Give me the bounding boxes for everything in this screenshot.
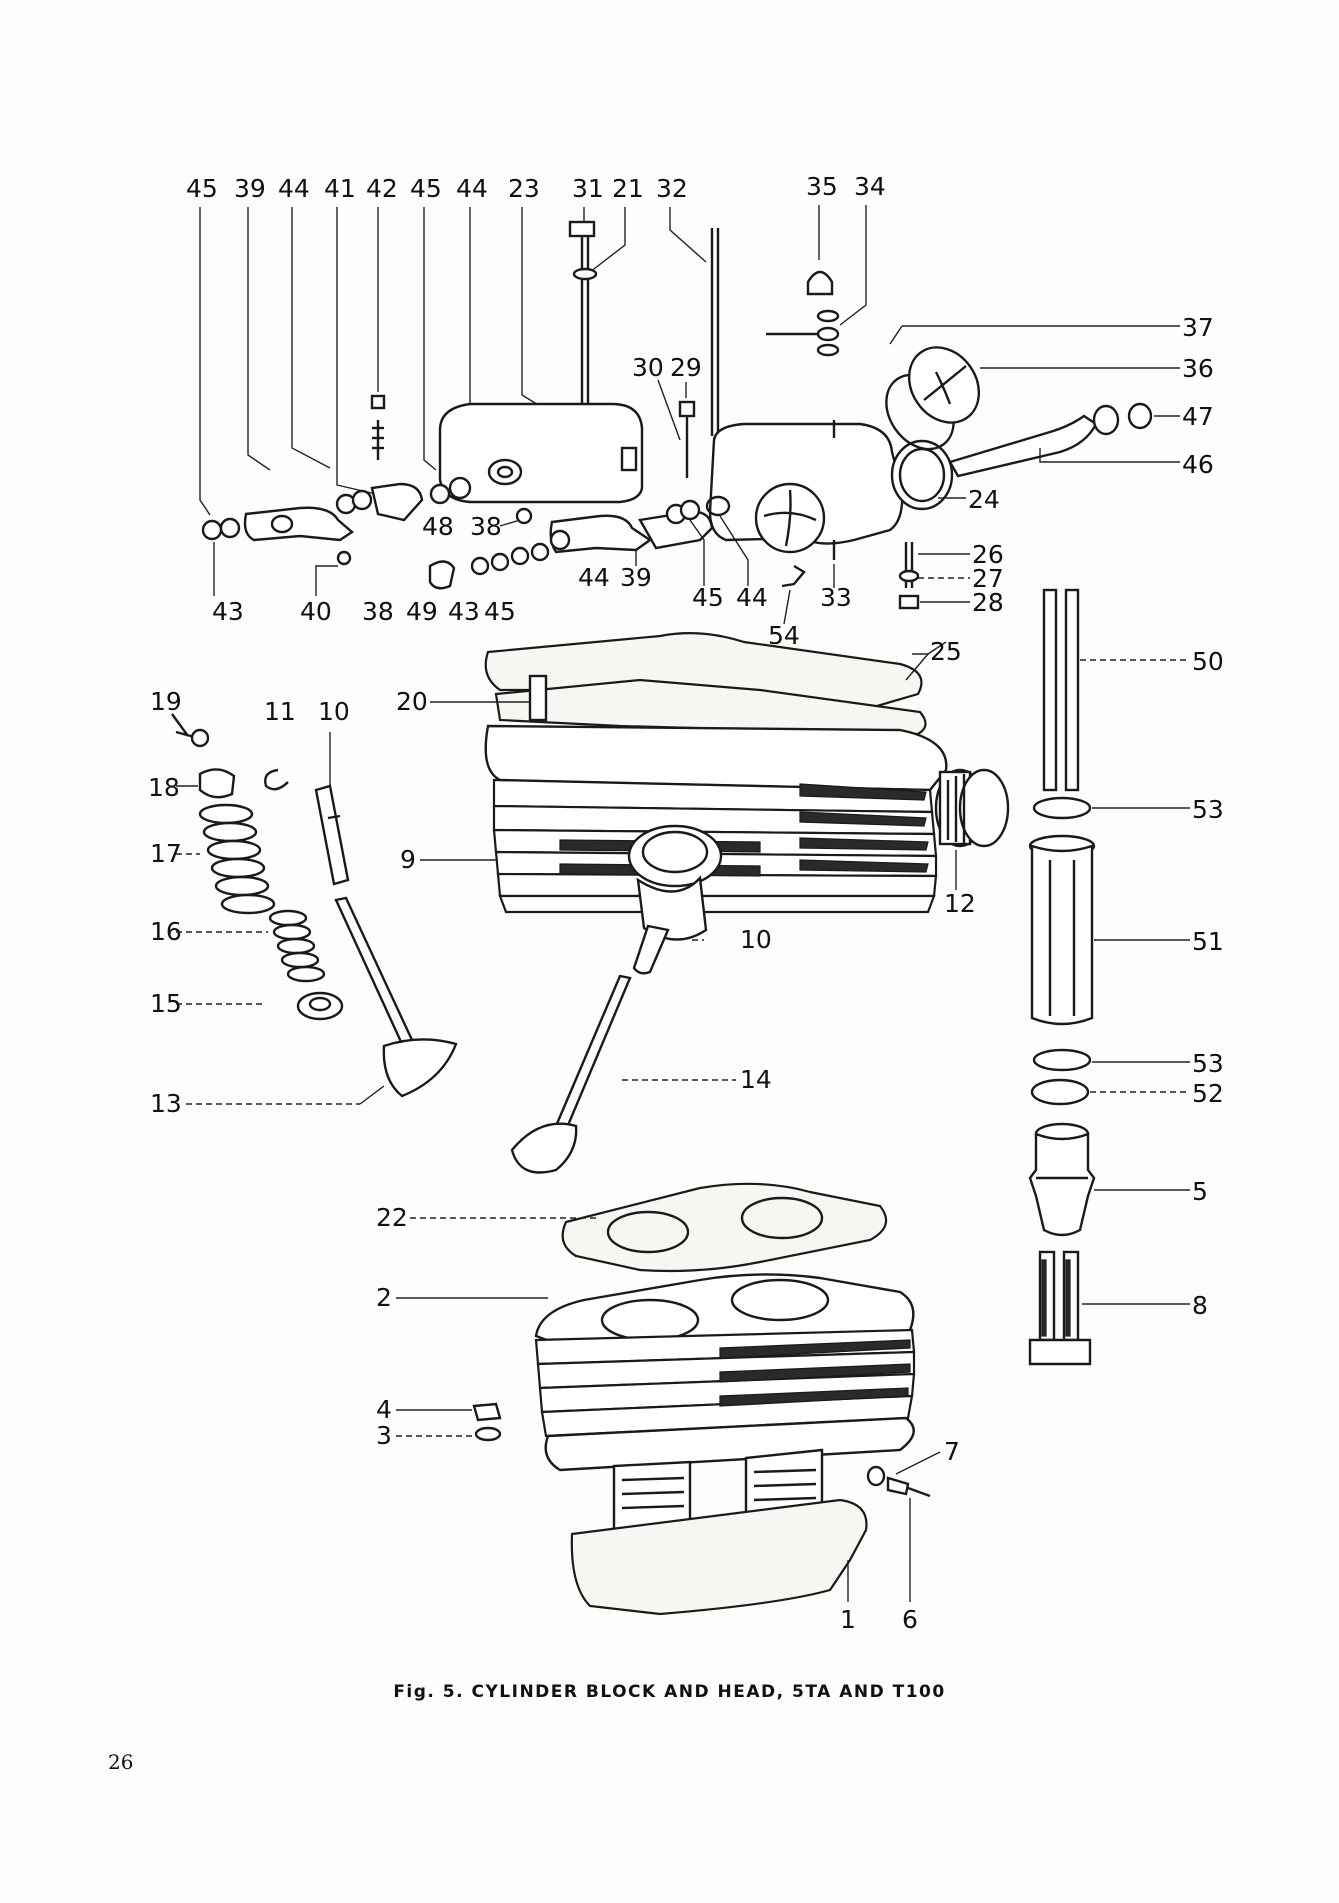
callout-4: 4 xyxy=(376,1395,392,1424)
callout-39: 39 xyxy=(234,174,266,203)
callout-10: 10 xyxy=(318,697,350,726)
callout-19: 19 xyxy=(150,687,182,716)
callout-21: 21 xyxy=(612,174,644,203)
rocker-spindle-right xyxy=(428,499,714,590)
callout-46: 46 xyxy=(1182,450,1214,479)
callout-37: 37 xyxy=(1182,313,1214,342)
callout-12: 12 xyxy=(944,889,976,918)
callout-3: 3 xyxy=(376,1421,392,1450)
callout-45: 45 xyxy=(692,583,724,612)
middle-row-callouts: 43 40 38 49 43 45 48 38 44 39 45 44 33 5… xyxy=(212,353,852,650)
callout-20: 20 xyxy=(396,687,428,716)
callout-34: 34 xyxy=(854,172,886,201)
callout-53: 53 xyxy=(1192,1049,1224,1078)
head-stud-26-28: 26 27 28 xyxy=(898,540,1004,617)
head-callouts: 20 25 9 12 10 xyxy=(396,637,976,954)
top-callout-row: 45 39 44 41 42 45 44 23 31 21 32 35 34 xyxy=(186,172,886,203)
cylinder-block: 22 2 4 3 xyxy=(376,1182,960,1634)
callout-47: 47 xyxy=(1182,402,1214,431)
callout-35: 35 xyxy=(806,172,838,201)
callout-44: 44 xyxy=(578,563,610,592)
callout-1: 1 xyxy=(840,1605,856,1634)
callout-39: 39 xyxy=(620,563,652,592)
rocker-box-group xyxy=(438,220,954,588)
callout-10: 10 xyxy=(740,925,772,954)
push-rod-b xyxy=(1064,588,1080,792)
cylinder-base-gasket xyxy=(570,1498,868,1616)
callout-22: 22 xyxy=(376,1203,408,1232)
inner-valve-spring xyxy=(268,909,326,983)
callout-48: 48 xyxy=(422,512,454,541)
callout-26: 26 xyxy=(972,540,1004,569)
callout-51: 51 xyxy=(1192,927,1224,956)
callout-45: 45 xyxy=(410,174,442,203)
callout-13: 13 xyxy=(150,1089,182,1118)
callout-53: 53 xyxy=(1192,795,1224,824)
callout-9: 9 xyxy=(400,845,416,874)
tappet-assembly: 50 53 51 53 52 5 8 xyxy=(1028,588,1224,1366)
callout-30: 30 xyxy=(632,353,664,382)
callout-49: 49 xyxy=(406,597,438,626)
callout-14: 14 xyxy=(740,1065,772,1094)
callout-11: 11 xyxy=(264,697,296,726)
callout-24: 24 xyxy=(968,485,1000,514)
callout-2: 2 xyxy=(376,1283,392,1312)
inspection-cap-group xyxy=(885,346,1153,478)
callout-38: 38 xyxy=(470,512,502,541)
callout-8: 8 xyxy=(1192,1291,1208,1320)
callout-23: 23 xyxy=(508,174,540,203)
callout-45: 45 xyxy=(484,597,516,626)
valve-gear-left: 19 11 10 18 17 16 xyxy=(148,687,458,1118)
callout-50: 50 xyxy=(1192,647,1224,676)
callout-25: 25 xyxy=(930,637,962,666)
callout-7: 7 xyxy=(944,1437,960,1466)
callout-44: 44 xyxy=(736,583,768,612)
valve-14: 14 xyxy=(510,974,772,1174)
washer-21 xyxy=(572,267,598,281)
oil-feed-fitting xyxy=(766,270,840,357)
callout-44: 44 xyxy=(278,174,310,203)
cylinder-head xyxy=(484,632,1010,975)
bolt-31-head xyxy=(568,220,596,238)
callout-6: 6 xyxy=(902,1605,918,1634)
callout-38: 38 xyxy=(362,597,394,626)
cylinder-head-gasket xyxy=(561,1182,888,1273)
callout-18: 18 xyxy=(148,773,180,802)
callout-41: 41 xyxy=(324,174,356,203)
callout-40: 40 xyxy=(300,597,332,626)
figure-caption: Fig. 5. CYLINDER BLOCK AND HEAD, 5TA AND… xyxy=(393,1682,946,1702)
page-number: 26 xyxy=(108,1750,134,1774)
rocker-spindle-left xyxy=(201,394,472,566)
outer-valve-spring xyxy=(198,803,276,915)
callout-33: 33 xyxy=(820,583,852,612)
callout-45: 45 xyxy=(186,174,218,203)
push-rod-a xyxy=(1042,588,1058,792)
callout-29: 29 xyxy=(670,353,702,382)
callout-44: 44 xyxy=(456,174,488,203)
callout-42: 42 xyxy=(366,174,398,203)
top-leaders xyxy=(199,205,867,516)
callout-28: 28 xyxy=(972,588,1004,617)
callout-31: 31 xyxy=(572,174,604,203)
right-head-callouts: 37 36 47 46 24 xyxy=(889,313,1214,514)
callout-36: 36 xyxy=(1182,354,1214,383)
callout-43: 43 xyxy=(448,597,480,626)
callout-43: 43 xyxy=(212,597,244,626)
callout-52: 52 xyxy=(1192,1079,1224,1108)
callout-32: 32 xyxy=(656,174,688,203)
callout-27: 27 xyxy=(972,564,1004,593)
callout-5: 5 xyxy=(1192,1177,1208,1206)
